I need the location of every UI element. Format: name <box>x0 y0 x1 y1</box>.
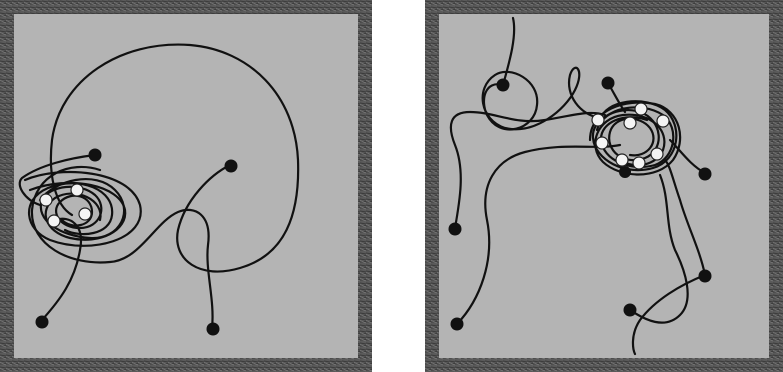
start-marker <box>36 316 49 329</box>
arena-right-svg <box>425 0 783 372</box>
end-marker <box>635 103 647 115</box>
arena-left-svg <box>0 0 372 372</box>
end-marker <box>596 137 608 149</box>
end-marker <box>40 194 52 206</box>
start-marker <box>225 160 238 173</box>
start-marker <box>497 79 510 92</box>
arena-right <box>425 0 783 372</box>
end-marker <box>616 154 628 166</box>
start-marker <box>619 166 631 178</box>
end-marker <box>79 208 91 220</box>
end-marker <box>592 114 604 126</box>
end-marker <box>633 157 645 169</box>
end-marker <box>71 184 83 196</box>
start-marker <box>699 168 712 181</box>
end-marker <box>657 115 669 127</box>
start-marker <box>451 318 464 331</box>
start-marker <box>602 77 615 90</box>
start-marker <box>449 223 462 236</box>
arena-left <box>0 0 372 372</box>
start-marker <box>699 270 712 283</box>
start-marker <box>624 304 637 317</box>
start-marker <box>207 323 220 336</box>
end-marker <box>48 215 60 227</box>
end-marker <box>651 148 663 160</box>
end-marker <box>624 117 636 129</box>
start-marker <box>89 149 102 162</box>
